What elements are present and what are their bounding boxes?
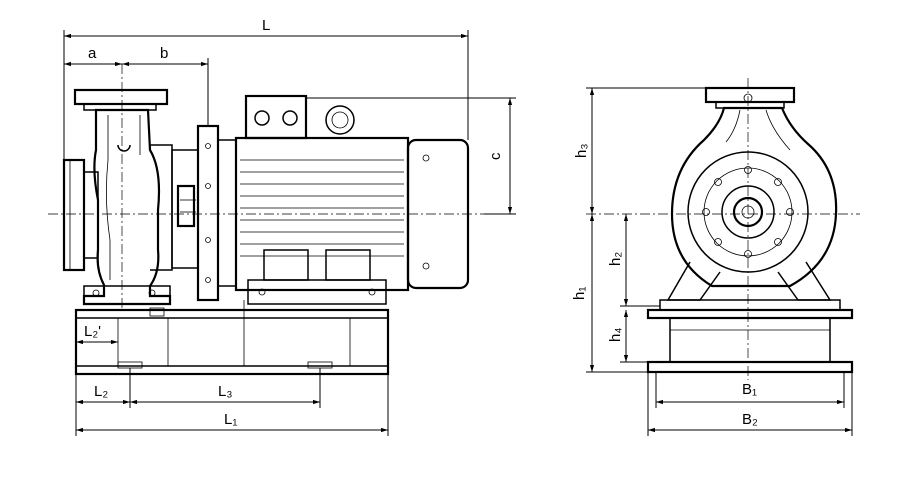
label-B1: B₁ xyxy=(742,381,757,398)
front-view: h₃ h₁ h₂ h₄ B₁ xyxy=(571,78,860,436)
label-h3: h₃ xyxy=(573,144,590,158)
dim-B1: B₁ xyxy=(655,372,845,408)
baseplate xyxy=(74,300,390,376)
dim-L2-L3: L₂ L₃ xyxy=(75,368,389,436)
dim-L: L xyxy=(63,17,469,160)
dim-L1: L₁ xyxy=(76,411,388,433)
dim-L2-prime: L₂' xyxy=(76,323,118,345)
label-h1: h₁ xyxy=(571,287,588,300)
label-B2: B₂ xyxy=(742,411,758,428)
label-L: L xyxy=(262,17,270,34)
label-L1: L₁ xyxy=(224,411,237,428)
dim-h1: h₁ xyxy=(571,214,648,373)
label-L2: L₂ xyxy=(94,383,108,400)
label-a: a xyxy=(88,45,97,62)
label-L3: L₃ xyxy=(218,383,232,400)
label-L2-prime: L₂' xyxy=(84,323,101,340)
motor xyxy=(234,94,470,305)
dim-c: c xyxy=(306,97,516,215)
label-h2: h₂ xyxy=(607,252,624,266)
label-h4: h₄ xyxy=(607,328,624,342)
label-b: b xyxy=(160,45,168,62)
dim-h4: h₄ xyxy=(607,310,648,363)
dim-h2: h₂ xyxy=(607,214,660,307)
dim-b: b xyxy=(122,45,209,126)
pump-casing xyxy=(62,88,237,306)
dim-h3: h₃ xyxy=(573,87,706,214)
dim-a: a xyxy=(64,45,122,67)
side-view: L a b c L₂' xyxy=(48,17,516,436)
dim-B2: B₂ xyxy=(647,372,853,436)
label-c: c xyxy=(487,152,504,160)
